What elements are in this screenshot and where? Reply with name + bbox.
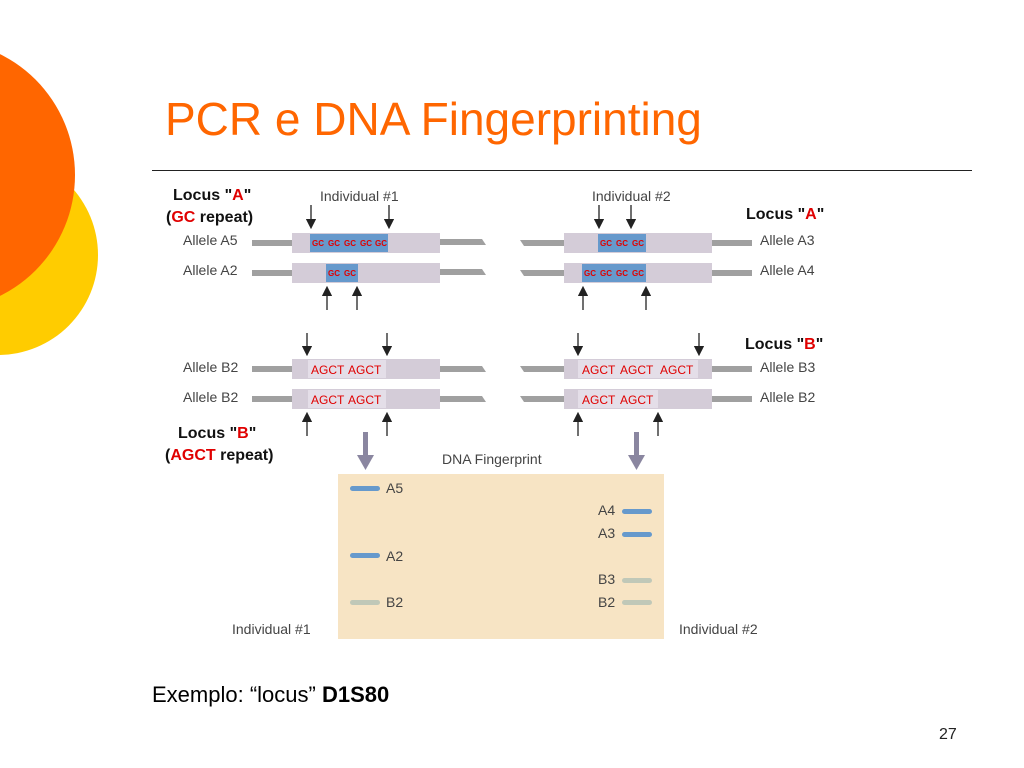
gc-unit: GC [600, 269, 612, 278]
band-label: A5 [386, 480, 403, 496]
gc-unit: GC [632, 239, 644, 248]
fingerprint-title: DNA Fingerprint [442, 451, 542, 467]
gc-unit: GC [375, 239, 387, 248]
ind1-allele-a2-strand: GC GC [252, 263, 486, 283]
band-label: B3 [598, 571, 615, 587]
ind2-allele-a3-strand: GC GC GC [520, 233, 752, 253]
allele-a3-label: Allele A3 [760, 232, 815, 248]
allele-a2-label: Allele A2 [183, 262, 238, 278]
agct-unit: AGCT [660, 363, 694, 377]
agct-unit: AGCT [311, 363, 345, 377]
band-a3 [622, 532, 652, 537]
ind1-allele-b2-strand-2: AGCT AGCT [252, 389, 486, 409]
fingerprint-individual-2: Individual #2 [679, 621, 758, 637]
allele-b2-label-right: Allele B2 [760, 389, 815, 405]
arrow-to-fingerprint-right [628, 432, 645, 470]
band-label: A3 [598, 525, 615, 541]
agct-unit: AGCT [348, 393, 382, 407]
agct-unit: AGCT [582, 393, 616, 407]
ind2-allele-b2-strand: AGCT AGCT [520, 389, 752, 409]
locus-a-label-left: Locus "A" [173, 187, 251, 204]
individual-2-header: Individual #2 [592, 188, 671, 204]
gc-unit: GC [584, 269, 596, 278]
band-a4 [622, 509, 652, 514]
caption-text: Exemplo: “locus” [152, 682, 322, 707]
allele-b2-label-2: Allele B2 [183, 389, 238, 405]
agct-unit: AGCT [311, 393, 345, 407]
ind1-allele-a5-strand: GC GC GC GC GC [252, 233, 486, 253]
agct-unit: AGCT [582, 363, 616, 377]
gc-unit: GC [344, 239, 356, 248]
ind1-allele-b2-strand-1: AGCT AGCT [252, 359, 486, 379]
individual-1-header: Individual #1 [320, 188, 399, 204]
ind2-allele-a4-strand: GC GC GC GC [520, 263, 752, 283]
gc-unit: GC [616, 239, 628, 248]
locus-a-repeat-note: (GC repeat) [166, 209, 253, 226]
gc-unit: GC [600, 239, 612, 248]
band-b3 [622, 578, 652, 583]
agct-unit: AGCT [620, 363, 654, 377]
fingerprint-panel [338, 474, 664, 639]
agct-unit: AGCT [620, 393, 654, 407]
band-label: B2 [598, 594, 615, 610]
gc-unit: GC [344, 269, 356, 278]
gc-unit: GC [328, 269, 340, 278]
slide-title: PCR e DNA Fingerprinting [165, 93, 702, 145]
gc-unit: GC [328, 239, 340, 248]
agct-unit: AGCT [348, 363, 382, 377]
allele-a5-label: Allele A5 [183, 232, 238, 248]
fingerprint-individual-1: Individual #1 [232, 621, 311, 637]
decor-orange-circle [0, 54, 75, 296]
allele-b2-label-1: Allele B2 [183, 359, 238, 375]
gc-unit: GC [616, 269, 628, 278]
band-label: A2 [386, 548, 403, 564]
locus-b-label-left: Locus "B" [178, 425, 256, 442]
band-b2-right [622, 600, 652, 605]
gc-unit: GC [632, 269, 644, 278]
locus-b-label-right: Locus "B" [745, 336, 823, 353]
caption-locus-name: D1S80 [321, 682, 390, 707]
locus-b-repeat-note: (AGCT repeat) [165, 447, 273, 464]
gc-unit: GC [360, 239, 372, 248]
band-a5 [350, 486, 380, 491]
ind2-allele-b3-strand: AGCT AGCT AGCT [520, 359, 752, 379]
band-label: B2 [386, 594, 403, 610]
band-label: A4 [598, 502, 615, 518]
allele-a4-label: Allele A4 [760, 262, 815, 278]
allele-b3-label: Allele B3 [760, 359, 815, 375]
gc-unit: GC [312, 239, 324, 248]
arrow-to-fingerprint-left [357, 432, 374, 470]
band-b2-left [350, 600, 380, 605]
slide-caption: Exemplo: “locus” D1S80 [152, 682, 389, 708]
page-number: 27 [939, 726, 957, 743]
locus-a-label-right: Locus "A" [746, 206, 824, 223]
title-divider [152, 170, 972, 171]
band-a2 [350, 553, 380, 558]
